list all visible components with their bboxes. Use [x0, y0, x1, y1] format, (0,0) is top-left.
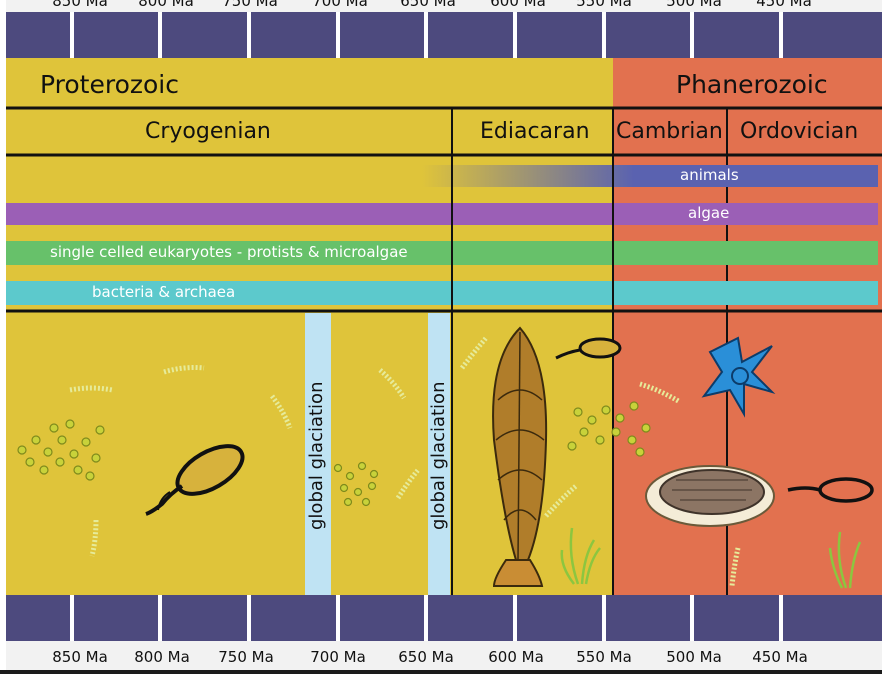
period-label-ordovician: Ordovician: [740, 119, 858, 144]
top-tick-600: 600 Ma: [490, 0, 546, 10]
bottom-tick-800: 800 Ma: [134, 648, 190, 666]
animals-gradient-bar: [422, 165, 634, 187]
animals-bar: [634, 165, 878, 187]
glaciation-label-1: global glaciation: [306, 382, 327, 530]
bottom-tick-750: 750 Ma: [218, 648, 274, 666]
row-label-bacteria: bacteria & archaea: [92, 283, 235, 301]
top-tick-450: 450 Ma: [756, 0, 812, 10]
bottom-tick-700: 700 Ma: [310, 648, 366, 666]
top-tick-700: 700 Ma: [312, 0, 368, 10]
bottom-tick-500: 500 Ma: [666, 648, 722, 666]
top-tick-500: 500 Ma: [666, 0, 722, 10]
top-tick-650: 650 Ma: [400, 0, 456, 10]
bottom-tick-650: 650 Ma: [398, 648, 454, 666]
top-time-band: [6, 12, 882, 58]
row-label-animals: animals: [680, 166, 739, 184]
top-tick-750: 750 Ma: [222, 0, 278, 10]
bottom-tick-550: 550 Ma: [576, 648, 632, 666]
top-tick-550: 550 Ma: [576, 0, 632, 10]
glaciation-label-2: global glaciation: [428, 382, 449, 530]
slug-animal: [646, 466, 774, 526]
period-label-ediacaran: Ediacaran: [480, 119, 590, 144]
algae-bar: [6, 203, 878, 225]
row-label-eukaryotes: single celled eukaryotes - protists & mi…: [50, 243, 408, 261]
top-tick-850: 850 Ma: [52, 0, 108, 10]
period-label-cambrian: Cambrian: [616, 119, 723, 144]
bottom-time-band: [6, 595, 882, 641]
bottom-tick-450: 450 Ma: [752, 648, 808, 666]
eon-label-phanerozoic: Phanerozoic: [676, 70, 828, 99]
period-label-cryogenian: Cryogenian: [145, 119, 271, 144]
row-label-algae: algae: [688, 204, 729, 222]
bottom-tick-850: 850 Ma: [52, 648, 108, 666]
top-tick-800: 800 Ma: [138, 0, 194, 10]
bottom-tick-600: 600 Ma: [488, 648, 544, 666]
eon-label-proterozoic: Proterozoic: [40, 70, 179, 99]
